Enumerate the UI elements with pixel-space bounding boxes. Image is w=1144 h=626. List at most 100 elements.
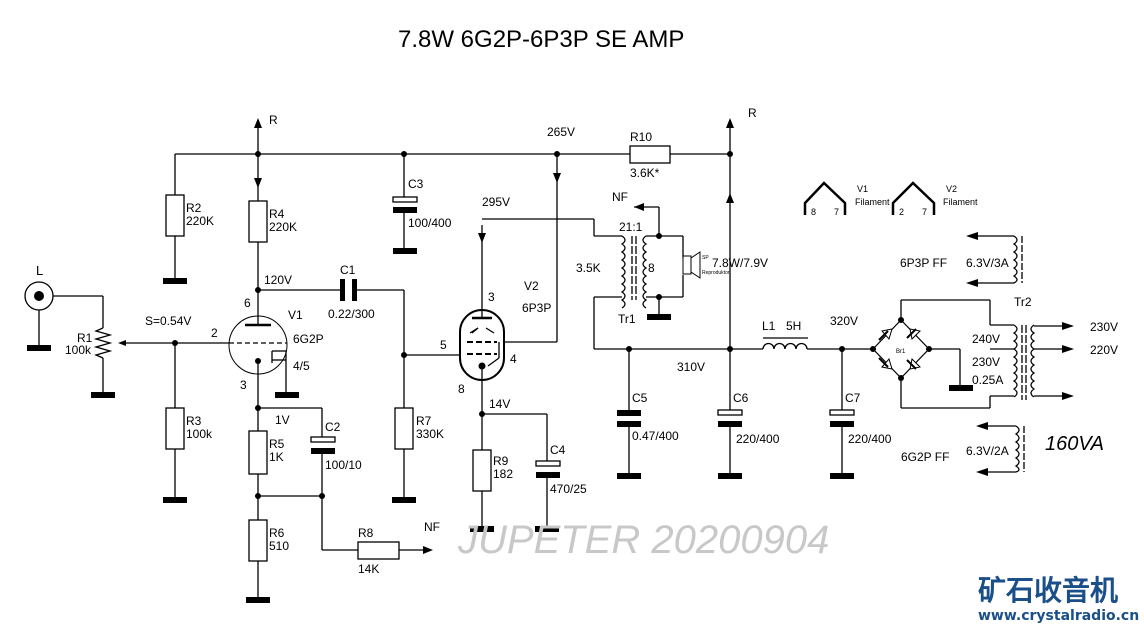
arrow-down-icon bbox=[553, 173, 561, 183]
voltage-14v: 14V bbox=[489, 397, 510, 411]
voltage-295v: 295V bbox=[482, 195, 510, 209]
ground-icon bbox=[163, 278, 187, 284]
wire bbox=[472, 449, 492, 492]
resistor-r2: R2 220K bbox=[163, 154, 214, 284]
label: 220K bbox=[269, 220, 297, 234]
wire bbox=[1014, 425, 1020, 473]
label: Br1 bbox=[896, 349, 906, 355]
nf-arrow-icon bbox=[634, 203, 644, 211]
label: 0.22/300 bbox=[328, 307, 375, 321]
ground-icon bbox=[163, 497, 187, 503]
label: 100/400 bbox=[408, 216, 452, 230]
wire bbox=[340, 279, 345, 301]
ground-icon bbox=[617, 473, 641, 479]
wire bbox=[803, 181, 847, 215]
tube-v1: 6 2 3 4/5 V1 6G2P bbox=[211, 290, 324, 408]
wire bbox=[906, 359, 917, 370]
label: 6 bbox=[244, 296, 251, 310]
wire bbox=[690, 251, 701, 279]
voltage-310v: 310V bbox=[677, 360, 705, 374]
label: 0.25A bbox=[972, 373, 1003, 387]
label: Tr2 bbox=[1014, 295, 1032, 309]
label: 6P3P bbox=[522, 301, 551, 315]
wire bbox=[1012, 235, 1018, 284]
wire bbox=[906, 328, 917, 339]
ground-icon bbox=[393, 248, 417, 254]
label: 182 bbox=[493, 467, 513, 481]
label: 470/25 bbox=[550, 482, 587, 496]
capacitor-c7: C7 220/400 bbox=[829, 349, 892, 479]
label: Tr1 bbox=[618, 312, 636, 326]
wire bbox=[878, 330, 889, 341]
label: Reproduktor bbox=[702, 270, 730, 276]
resistor-r3: R3 100k bbox=[163, 343, 213, 503]
label: 220K bbox=[186, 214, 214, 228]
ground-icon bbox=[246, 597, 270, 603]
wire bbox=[310, 436, 336, 443]
wire bbox=[966, 279, 978, 287]
wire bbox=[393, 207, 417, 213]
label: R9 bbox=[493, 454, 509, 468]
label: 8 bbox=[648, 261, 655, 275]
output-transformer-tr1: NF 21:1 3.5K 8 Tr1 bbox=[576, 190, 683, 349]
resistor-r6: R6 510 bbox=[246, 496, 289, 603]
wire bbox=[878, 357, 889, 368]
label: R8 bbox=[358, 526, 374, 540]
label: 5H bbox=[786, 319, 801, 333]
wire bbox=[487, 357, 500, 367]
wire bbox=[617, 421, 641, 427]
label: SP bbox=[702, 255, 709, 261]
label: C5 bbox=[632, 391, 648, 405]
wire bbox=[118, 340, 126, 346]
wire bbox=[485, 327, 495, 334]
label: 100k bbox=[65, 343, 92, 357]
label: 0.47/400 bbox=[632, 429, 679, 443]
rail-label-r-left: R bbox=[269, 113, 278, 127]
wire bbox=[165, 194, 185, 237]
tube-v2: 3 5 8 4 V2 6P3P bbox=[440, 225, 557, 414]
wire bbox=[248, 519, 268, 562]
label: R6 bbox=[269, 526, 285, 540]
label: 21:1 bbox=[619, 220, 643, 234]
wire bbox=[394, 407, 414, 450]
label: 220/400 bbox=[848, 432, 892, 446]
label: V2 bbox=[946, 184, 957, 194]
arrow-right-icon bbox=[1062, 345, 1074, 353]
label: 2 bbox=[211, 326, 218, 340]
wire bbox=[891, 181, 936, 215]
resistor-r5: R5 1K bbox=[248, 408, 285, 496]
label: 230V bbox=[972, 355, 1000, 369]
watermark: JUPETER 20200904 bbox=[457, 518, 829, 562]
site-url[interactable]: www.crystalradio.cn bbox=[978, 608, 1139, 624]
capacitor-c2: C2 100/10 bbox=[310, 408, 362, 496]
label: 5 bbox=[440, 338, 447, 352]
schematic-title: 7.8W 6G2P-6P3P SE AMP bbox=[398, 26, 684, 53]
wire bbox=[620, 235, 626, 309]
potentiometer-r1: R1 100k bbox=[65, 296, 175, 398]
label: C4 bbox=[550, 443, 566, 457]
wire bbox=[976, 422, 988, 430]
label: NF bbox=[612, 190, 628, 204]
wire bbox=[357, 541, 400, 560]
label: Filament bbox=[943, 197, 978, 207]
label: C3 bbox=[408, 177, 424, 191]
capacitor-c4: C4 470/25 bbox=[535, 414, 587, 532]
wire bbox=[642, 235, 648, 309]
wire bbox=[469, 327, 479, 334]
speaker-icon: SP Reproduktor 7.8W/7.9V bbox=[682, 236, 768, 297]
wire bbox=[352, 279, 357, 301]
wire bbox=[682, 255, 692, 275]
resistor-r4: R4 220K bbox=[248, 154, 297, 290]
wire bbox=[762, 342, 808, 350]
wire bbox=[829, 409, 855, 416]
wire bbox=[976, 468, 988, 476]
resistor-r10: R10 3.6K* bbox=[629, 130, 671, 180]
ground-icon bbox=[830, 473, 854, 479]
wire bbox=[165, 407, 185, 450]
label: C7 bbox=[845, 391, 861, 405]
junction-dot bbox=[870, 346, 876, 352]
label: 3.6K* bbox=[630, 166, 660, 180]
voltage-265v: 265V bbox=[547, 125, 575, 139]
label: R10 bbox=[630, 130, 652, 144]
